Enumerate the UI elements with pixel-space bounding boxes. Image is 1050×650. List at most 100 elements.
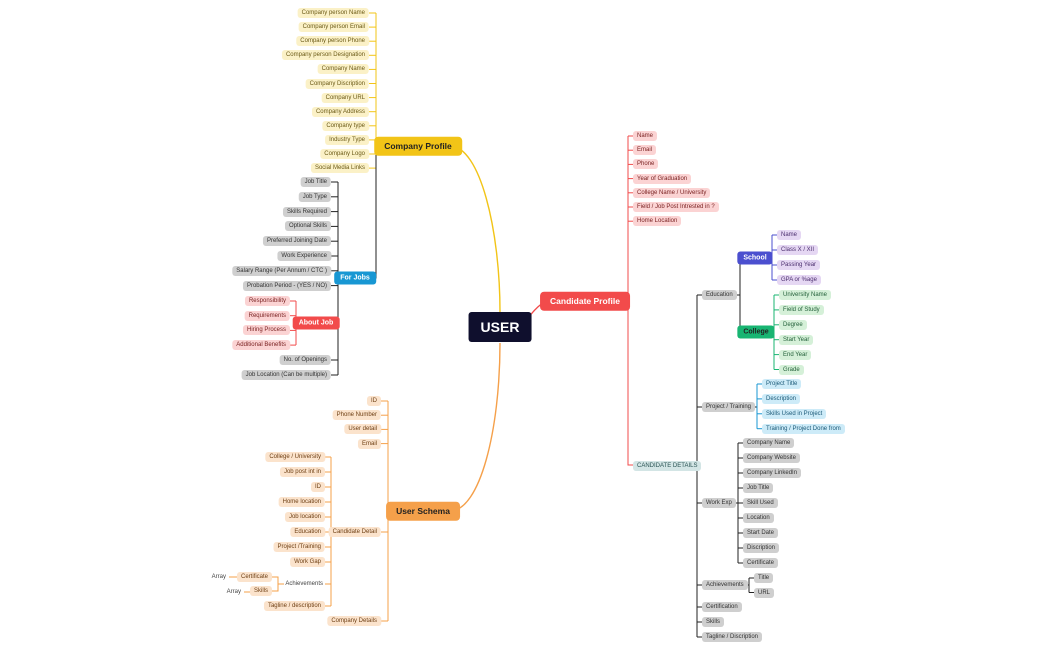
work-field: Company Website — [743, 453, 800, 463]
user-schema-node: User Schema — [386, 501, 460, 521]
company-field: Company type — [322, 120, 369, 131]
candidate-field: Year of Graduation — [633, 173, 692, 184]
tagline-node: Tagline / Discription — [702, 632, 763, 642]
company-field: Company person Designation — [281, 50, 369, 61]
school-field: Name — [777, 230, 802, 240]
work-field: Start Date — [743, 528, 779, 538]
candidate-detail-field: Work Gap — [290, 557, 325, 567]
project-field: Skills Used in Project — [762, 408, 827, 419]
candidate-field: Name — [633, 131, 658, 141]
achievements-node: Achievements — [285, 581, 323, 587]
schema-field: User detail — [344, 424, 381, 435]
schema-branch-line — [449, 342, 501, 512]
achievements-node: Achievements — [702, 580, 748, 590]
candidate-detail-field: Job location — [284, 512, 325, 522]
work-exp-node: Work Exp — [702, 498, 736, 508]
for-jobs-node: For Jobs — [334, 271, 376, 285]
project-field: Training / Project Done from — [762, 423, 845, 434]
company-forjobs-link — [368, 145, 386, 279]
work-field: Job Title — [743, 483, 774, 493]
work-field: Company LinkedIn — [743, 468, 802, 478]
project-field: Project Title — [762, 379, 802, 389]
array-label: Array — [211, 574, 226, 580]
certificate-node: Certificate — [236, 572, 272, 582]
job-field: Preferred Joining Date — [262, 236, 331, 247]
company-field: Company Name — [317, 64, 369, 75]
candidate-profile-node: Candidate Profile — [540, 291, 630, 311]
candidate-field: Email — [633, 145, 657, 156]
college-node: College — [737, 325, 775, 339]
college-field: University Name — [779, 290, 832, 300]
job-field: Salary Range (Per Annum / CTC ) — [232, 265, 331, 276]
job-field: Probation Period - (YES / NO) — [242, 280, 331, 291]
achievements-spine — [272, 576, 284, 592]
college-field: Degree — [779, 319, 807, 330]
work-field: Skill Used — [743, 498, 778, 508]
candidate-detail-field: ID — [311, 482, 325, 492]
company-branch-line — [449, 145, 501, 313]
job-field: Job Title — [300, 177, 331, 187]
schema-field: Phone Number — [332, 410, 381, 421]
company-field: Company URL — [321, 92, 369, 103]
job-field: Work Experience — [277, 251, 331, 261]
job-field: Optional Skills — [284, 221, 331, 232]
root-node: USER — [468, 312, 532, 342]
education-node: Education — [702, 290, 737, 300]
project-training-node: Project / Training — [702, 402, 756, 412]
candidate-detail-field: Job post int in — [279, 467, 325, 477]
company-field: Industry Type — [325, 134, 369, 145]
achievement-field: Title — [754, 573, 774, 583]
schema-field: Email — [357, 438, 381, 449]
job-field: Job Type — [298, 191, 331, 202]
school-field: Class X / XII — [777, 245, 819, 255]
about-job-node: About Job — [292, 316, 340, 330]
candidate-detail-field: Education — [290, 527, 325, 537]
candidate-detail-node: Candidate Detail — [328, 527, 381, 537]
candidate-detail-field: Home location — [278, 497, 325, 507]
about-job-field: Hiring Process — [242, 325, 290, 336]
job-field: No. of Openings — [279, 355, 331, 365]
about-job-field: Responsibility — [244, 296, 290, 306]
candidate-field: Field / Job Post Intrested in ? — [633, 202, 719, 212]
company-field: Company person Phone — [296, 36, 369, 47]
skills-node: Skills — [702, 617, 725, 627]
array-label: Array — [226, 589, 241, 595]
company-details-node: Company Details — [327, 616, 381, 626]
candidate-spine — [622, 136, 629, 302]
candidate-detail-field: College / University — [265, 452, 325, 462]
school-node: School — [737, 251, 773, 265]
company-field: Company person Name — [297, 8, 369, 18]
company-field: Company Address — [311, 106, 369, 117]
company-field: Company Logo — [320, 149, 369, 159]
candidate-field: Phone — [633, 159, 659, 170]
about-job-field: Requirements — [244, 310, 290, 321]
schema-field: ID — [367, 396, 381, 406]
college-field: Start Year — [779, 334, 814, 345]
work-field: Certificate — [743, 558, 779, 568]
details-link — [627, 301, 633, 466]
skills-node: Skills — [249, 586, 272, 596]
company-field: Company Discription — [305, 78, 369, 89]
candidate-details-node: CANDIDATE DETAILS — [633, 461, 702, 471]
candidate-field: College Name / University — [633, 187, 711, 198]
project-field: Description — [762, 393, 801, 404]
school-field: GPA or %age — [777, 275, 821, 285]
school-field: Passing Year — [777, 260, 821, 270]
achievement-field: URL — [754, 587, 775, 598]
job-field: Skills Required — [282, 206, 331, 217]
tagline-node: Tagline / description — [263, 601, 325, 611]
company-profile-node: Company Profile — [374, 136, 462, 156]
candidate-detail-field: Project /Training — [273, 542, 325, 552]
work-field: Location — [743, 513, 774, 523]
work-field: Discription — [743, 543, 780, 553]
college-field: Field of Study — [779, 304, 824, 315]
certification-node: Certification — [702, 602, 742, 612]
company-field: Social Media Links — [310, 163, 369, 174]
job-field: Job Location (Can be multiple) — [241, 370, 331, 380]
about-job-field: Additional Benefits — [232, 340, 290, 351]
college-field: End Year — [779, 349, 812, 360]
company-field: Company person Email — [298, 22, 369, 33]
candidate-field: Home Location — [633, 216, 682, 227]
work-field: Company Name — [743, 438, 795, 448]
